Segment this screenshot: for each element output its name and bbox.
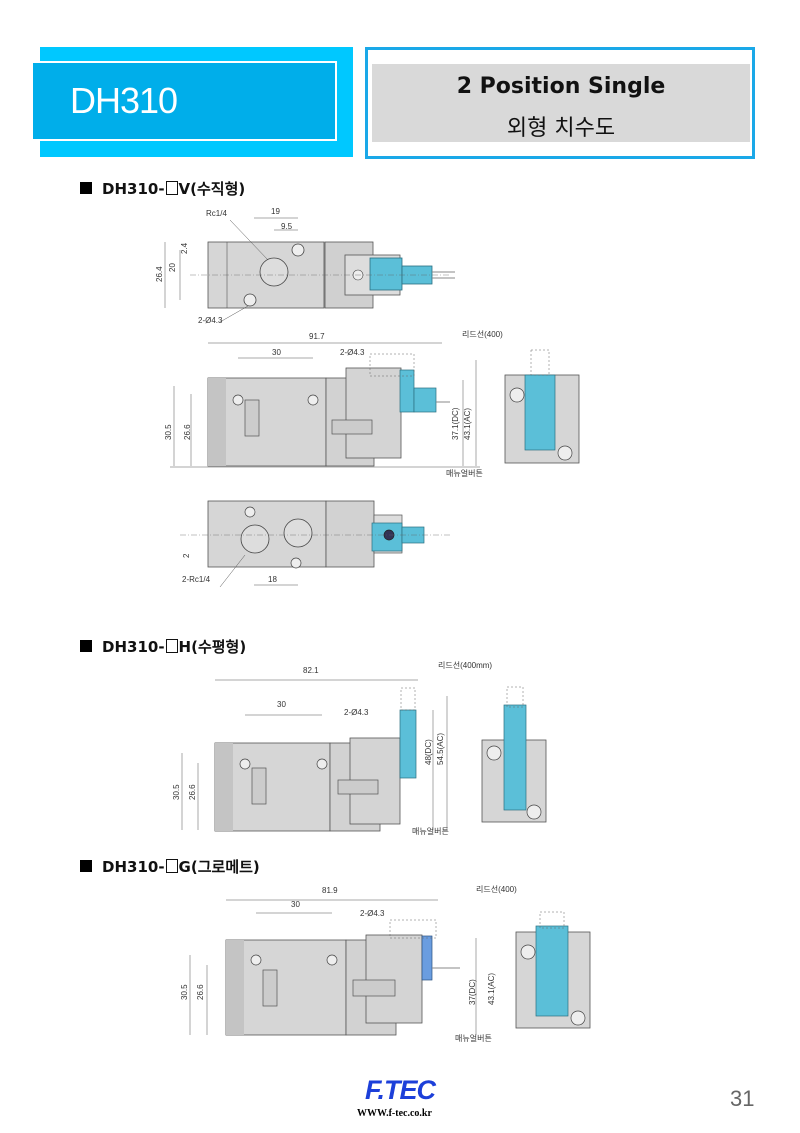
dim-h2: 26.6	[188, 784, 197, 800]
dim-pitch: 30	[277, 700, 286, 709]
lead-wire-label: 리드선(400mm)	[438, 661, 493, 670]
dim-dc: 48(DC)	[424, 739, 433, 765]
v-top-view-drawing	[164, 217, 455, 323]
bullet-square-icon	[80, 860, 92, 872]
dim-dc: 37(DC)	[468, 979, 477, 1005]
page-number: 31	[730, 1086, 755, 1111]
heading-prefix: DH310-	[102, 638, 165, 656]
dim-pitch: 18	[268, 575, 277, 584]
title-line2: 외형 치수도	[506, 116, 616, 141]
heading-suffix: G(그로메트)	[178, 858, 260, 876]
dim-h2: 26.6	[196, 984, 205, 1000]
g-side-view-drawing	[515, 911, 591, 1029]
dim-holes-label: 2-Ø4.3	[344, 708, 369, 717]
dim-pitch: 30	[291, 900, 300, 909]
dim-h2: 26.6	[183, 424, 192, 440]
dim-ports-label: 2-Rc1/4	[182, 575, 211, 584]
bullet-square-icon	[80, 640, 92, 652]
manual-button-label: 매뉴얼버튼	[412, 827, 449, 836]
lead-wire-label: 리드선(400)	[462, 330, 503, 339]
dim-ac: 54.5(AC)	[436, 732, 445, 765]
h-side-view-drawing	[481, 686, 547, 823]
heading-prefix: DH310-	[102, 858, 165, 876]
dim-holes-label: 2-Ø4.3	[198, 316, 223, 325]
heading-suffix: V(수직형)	[178, 180, 246, 198]
website-link[interactable]: WWW.f-tec.co.kr	[357, 1108, 432, 1119]
dim-h2: 20	[168, 263, 177, 272]
lead-wire-label: 리드선(400)	[476, 885, 517, 894]
dim-h3: 2.4	[180, 242, 189, 254]
dim-dc: 37.1(DC)	[451, 407, 460, 440]
section-heading-g: DH310- G(그로메트)	[80, 856, 260, 877]
dim-pitch: 30	[272, 348, 281, 357]
dim-h1: 30.5	[164, 424, 173, 440]
section-heading-h: DH310- H(수평형)	[80, 636, 246, 657]
checkbox-glyph-icon	[165, 859, 178, 873]
dim-ac: 43.1(AC)	[487, 972, 496, 1005]
heading-suffix: H(수평형)	[178, 638, 247, 656]
dim-length: 82.1	[303, 666, 319, 675]
manual-button-label: 매뉴얼버튼	[446, 469, 483, 478]
ftec-logo: F.TEC	[365, 1075, 436, 1105]
dim-offset: 2	[182, 553, 191, 558]
dim-h1: 30.5	[172, 784, 181, 800]
v-bottom-view-drawing	[180, 500, 450, 588]
manual-button-label: 매뉴얼버튼	[455, 1034, 492, 1043]
dim-length: 81.9	[322, 886, 338, 895]
checkbox-glyph-icon	[165, 181, 178, 195]
model-banner	[31, 61, 337, 141]
dim-holes-label: 2-Ø4.3	[360, 909, 385, 918]
dim-w1: 19	[271, 207, 280, 216]
v-side-view-drawing	[504, 349, 580, 464]
section-heading-v: DH310- V(수직형)	[80, 178, 245, 199]
checkbox-glyph-icon	[165, 639, 178, 653]
g-front-view-drawing	[189, 899, 477, 1036]
dim-h1: 30.5	[180, 984, 189, 1000]
heading-prefix: DH310-	[102, 180, 165, 198]
dim-port-label: Rc1/4	[206, 209, 227, 218]
dim-length: 91.7	[309, 332, 325, 341]
v-front-view-drawing	[170, 342, 480, 468]
bullet-square-icon	[80, 182, 92, 194]
dim-h1: 26.4	[155, 266, 164, 282]
title-band	[372, 64, 750, 142]
dim-w2: 9.5	[281, 222, 293, 231]
title-line1: 2 Position Single	[456, 74, 666, 99]
model-title: DH310	[70, 80, 178, 121]
dim-holes-label: 2-Ø4.3	[340, 348, 365, 357]
h-front-view-drawing	[181, 679, 448, 832]
dim-ac: 43.1(AC)	[463, 407, 472, 440]
